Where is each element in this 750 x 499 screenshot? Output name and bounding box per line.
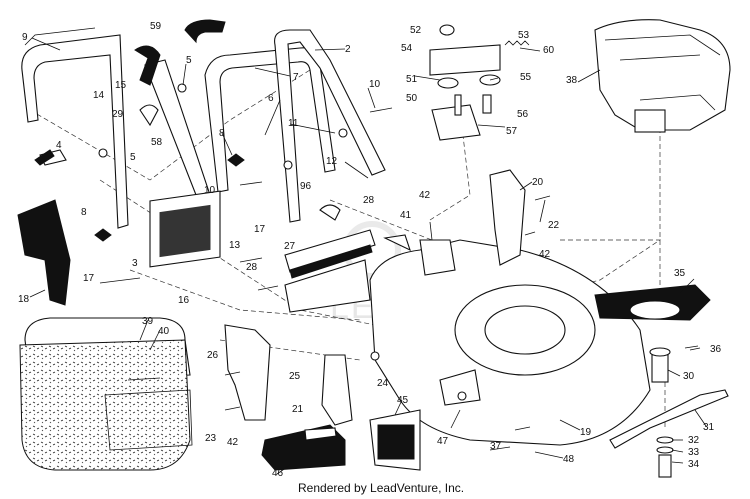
blade-hardware: [649, 347, 674, 478]
callout-14: 14: [93, 90, 105, 101]
leader-lines: [29, 37, 707, 475]
rear-flap: [17, 199, 71, 306]
callout-8: 8: [219, 128, 225, 139]
hose-grip: [184, 19, 226, 44]
callout-53: 53: [518, 30, 530, 41]
callouts: 9 59 2 5 7 14 15 29 6 58 8 4 5 11 10 96 …: [18, 21, 722, 479]
callout-8b: 8: [81, 207, 87, 218]
callout-30: 30: [683, 371, 695, 382]
blade-adapter: [594, 284, 711, 321]
callout-59: 59: [150, 21, 162, 32]
mulch-plug-hinge: [304, 427, 337, 441]
callout-13: 13: [229, 240, 241, 251]
callout-40: 40: [158, 326, 170, 337]
callout-41: 41: [400, 210, 412, 221]
middle-handle: [204, 47, 336, 193]
callout-48: 48: [563, 454, 575, 465]
lower-handle: [274, 29, 386, 223]
callout-24: 24: [377, 378, 389, 389]
callout-29: 29: [112, 109, 124, 120]
callout-5: 5: [186, 55, 192, 66]
callout-3: 3: [132, 258, 138, 269]
callout-11: 11: [288, 118, 299, 129]
callout-21: 21: [292, 404, 304, 415]
footer-credit: Rendered by LeadVenture, Inc.: [298, 481, 464, 495]
callout-7: 7: [293, 72, 299, 83]
lower-handle-left: [144, 59, 211, 201]
rear-door: [149, 190, 221, 268]
callout-28: 28: [363, 195, 375, 206]
baffle: [321, 354, 353, 426]
callout-6: 6: [268, 93, 274, 104]
grass-catcher: [19, 317, 193, 471]
callout-26: 26: [207, 350, 219, 361]
upper-handle: [21, 27, 129, 229]
engine: [594, 19, 731, 133]
drive-lever: [34, 149, 67, 166]
callout-9: 9: [22, 32, 28, 43]
callout-55: 55: [520, 72, 532, 83]
callout-19: 19: [580, 427, 592, 438]
callout-18: 18: [18, 294, 30, 305]
cable-clip: [134, 45, 161, 86]
callout-27: 27: [284, 241, 296, 252]
control-bracket: [429, 24, 530, 141]
callout-96: 96: [300, 181, 312, 192]
callout-51: 51: [406, 74, 418, 85]
callout-37: 37: [490, 441, 502, 452]
callout-17: 17: [254, 224, 266, 235]
callout-28b: 28: [246, 262, 258, 273]
callout-17b: 17: [83, 273, 95, 284]
callout-54: 54: [401, 43, 413, 54]
callout-16: 16: [178, 295, 190, 306]
callout-52: 52: [410, 25, 422, 36]
callout-47: 47: [437, 436, 449, 447]
callout-20: 20: [532, 177, 544, 188]
mower-deck: [369, 239, 651, 446]
hinge-rod: [284, 229, 376, 313]
callout-58: 58: [151, 137, 163, 148]
chute-window: [377, 424, 415, 460]
callout-32: 32: [688, 435, 700, 446]
callout-56: 56: [517, 109, 529, 120]
callout-12: 12: [326, 156, 338, 167]
callout-42: 42: [227, 437, 239, 448]
callout-42b: 42: [419, 190, 431, 201]
callout-35: 35: [674, 268, 686, 279]
callout-39: 39: [142, 316, 154, 327]
callout-60: 60: [543, 45, 555, 56]
fasteners: [94, 83, 699, 451]
wheel-bracket-right: [489, 169, 526, 266]
callout-10b: 10: [204, 185, 216, 196]
callout-23: 23: [205, 433, 217, 444]
callout-5b: 5: [130, 152, 136, 163]
callout-36: 36: [710, 344, 722, 355]
wheel-bracket-left: [224, 324, 271, 421]
callout-10: 10: [369, 79, 381, 90]
callout-25: 25: [289, 371, 301, 382]
callout-45: 45: [397, 395, 409, 406]
blade: [609, 389, 729, 449]
callout-50: 50: [406, 93, 418, 104]
callout-33: 33: [688, 447, 700, 458]
callout-57: 57: [506, 126, 518, 137]
callout-46: 46: [272, 468, 284, 479]
callout-38: 38: [566, 75, 578, 86]
callout-4: 4: [56, 140, 62, 151]
callout-42c: 42: [539, 249, 551, 260]
callout-22: 22: [548, 220, 560, 231]
callout-15: 15: [115, 80, 127, 91]
callout-34: 34: [688, 459, 700, 470]
callout-31: 31: [703, 422, 715, 433]
callout-2: 2: [345, 44, 351, 55]
